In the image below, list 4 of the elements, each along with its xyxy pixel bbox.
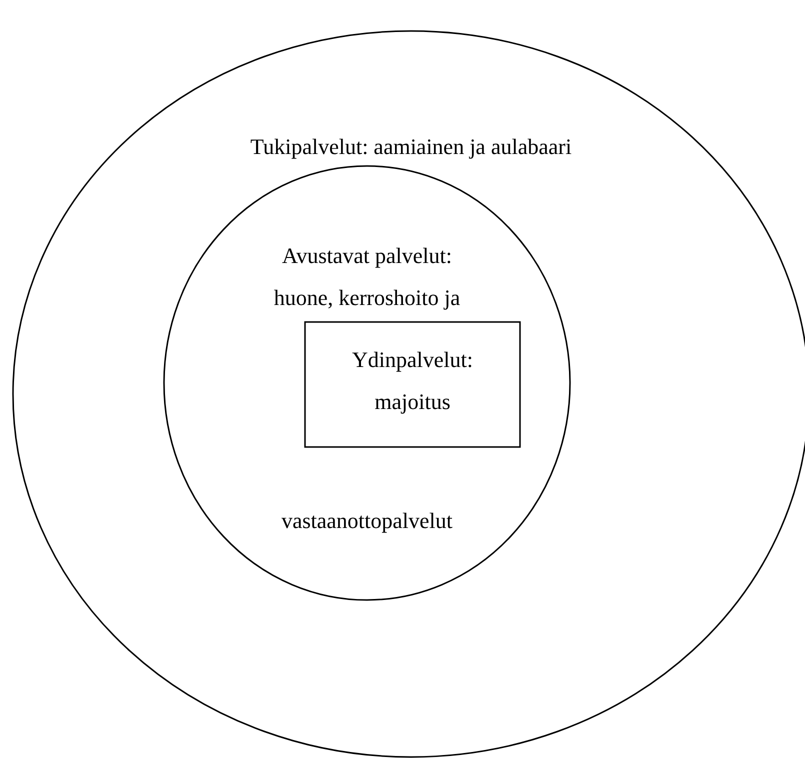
service-label: Ydinpalvelut: majoitus — [351, 346, 474, 416]
service-label: Tukipalvelut: aamiainen ja aulabaari — [249, 133, 573, 161]
service-label: vastaanottopalvelut — [280, 507, 454, 535]
service-label: Avustavat palvelut: huone, kerroshoito ja — [272, 242, 462, 312]
